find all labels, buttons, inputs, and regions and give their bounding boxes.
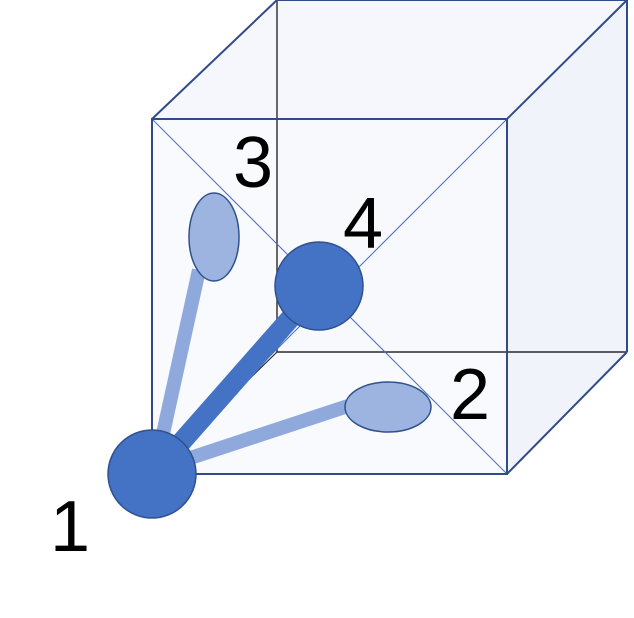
cube-bottom-right-edge	[506, 351, 628, 475]
cube-top-right-edge	[506, 0, 628, 120]
atom-3-projection	[188, 192, 240, 282]
label-4: 4	[343, 184, 383, 264]
cube-top-left-edge	[151, 0, 278, 120]
label-3: 3	[233, 123, 273, 203]
label-2: 2	[450, 355, 490, 435]
cube-right-face	[507, 0, 627, 474]
atom-4	[274, 241, 364, 331]
cube-top-face	[152, 0, 627, 119]
atom-1	[107, 429, 197, 519]
atom-2-projection	[344, 381, 432, 433]
label-1: 1	[50, 487, 90, 567]
